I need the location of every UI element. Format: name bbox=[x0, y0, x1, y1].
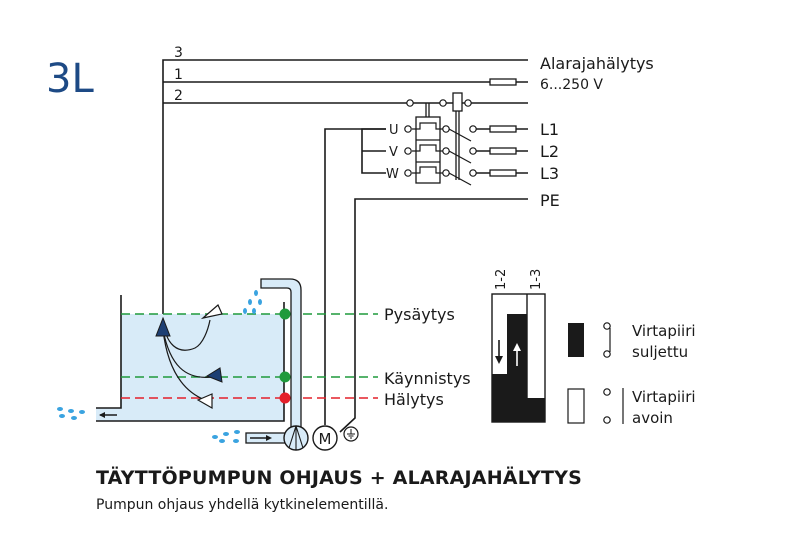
terminal-w: W bbox=[386, 167, 399, 182]
alarm-label: Alarajahälytys bbox=[540, 54, 654, 73]
phase-rows: U V W bbox=[324, 123, 528, 433]
level-dot-stop bbox=[279, 308, 291, 320]
float-icon-stop bbox=[200, 304, 223, 320]
pump-assembly: M bbox=[283, 425, 359, 451]
float-icon-main bbox=[155, 316, 171, 337]
chart-column-1-2: 1-2 bbox=[494, 269, 509, 290]
motor-symbol: M bbox=[319, 430, 332, 448]
switching-chart: 1-2 1-3 bbox=[491, 269, 546, 423]
level-dot-alarm bbox=[279, 392, 291, 404]
terminal-u: U bbox=[389, 123, 399, 138]
fuse-icon bbox=[489, 169, 517, 177]
phase-l3-label: L3 bbox=[540, 164, 559, 183]
legend-closed-line1: Virtapiiri bbox=[632, 322, 696, 340]
fuse-icon bbox=[489, 125, 517, 133]
legend-open-line2: avoin bbox=[632, 409, 673, 427]
level-lines bbox=[121, 308, 378, 404]
arrow-up-icon bbox=[513, 343, 521, 351]
fuse-icon bbox=[489, 78, 517, 86]
motor-icon bbox=[312, 425, 338, 451]
terminal-v: V bbox=[389, 145, 398, 160]
phase-l2-label: L2 bbox=[540, 142, 559, 161]
float-icon-alarm bbox=[196, 393, 213, 410]
phase-l1-label: L1 bbox=[540, 120, 559, 139]
legend-swatch-closed bbox=[568, 323, 584, 357]
legend-closed-line2: suljettu bbox=[632, 343, 688, 361]
diagram-subtitle: Pumpun ohjaus yhdellä kytkinelementillä. bbox=[96, 497, 389, 513]
outflow-arrow-icon bbox=[99, 412, 105, 418]
wire-number-1: 1 bbox=[174, 67, 183, 83]
arrow-down-icon bbox=[495, 356, 503, 364]
diagram-title: TÄYTTÖPUMPUN OHJAUS + ALARAJAHÄLYTYS bbox=[96, 467, 583, 489]
chart-closed-region bbox=[492, 314, 545, 422]
contactor-coil-icon bbox=[452, 92, 463, 112]
control-wires: 3 1 2 bbox=[162, 45, 528, 318]
level-label-alarm: Hälytys bbox=[384, 390, 444, 409]
water-droplets-icon bbox=[212, 430, 240, 443]
fuse-icon bbox=[489, 147, 517, 155]
legend: Virtapiiri suljettu Virtapiiri avoin bbox=[567, 322, 696, 427]
float-icon-start bbox=[205, 367, 223, 383]
legend-swatch-open bbox=[567, 388, 585, 424]
chart-column-1-3: 1-3 bbox=[529, 269, 544, 290]
wire-number-2: 2 bbox=[174, 88, 183, 104]
pe-label: PE bbox=[540, 191, 560, 210]
level-label-stop: Pysäytys bbox=[384, 305, 455, 324]
voltage-label: 6...250 V bbox=[540, 77, 603, 93]
contactor bbox=[406, 92, 472, 184]
thermal-relay-icon bbox=[415, 116, 441, 184]
level-label-start: Käynnistys bbox=[384, 369, 471, 388]
level-dot-start bbox=[279, 371, 291, 383]
diagram-code: 3L bbox=[46, 56, 94, 102]
float-switches bbox=[155, 304, 223, 410]
legend-open-line1: Virtapiiri bbox=[632, 388, 696, 406]
wire-3 bbox=[162, 59, 528, 318]
wire-number-3: 3 bbox=[174, 45, 183, 61]
water-droplets-icon bbox=[243, 290, 262, 314]
water-droplets-icon bbox=[57, 407, 85, 420]
inflow-arrow-icon bbox=[266, 435, 272, 441]
